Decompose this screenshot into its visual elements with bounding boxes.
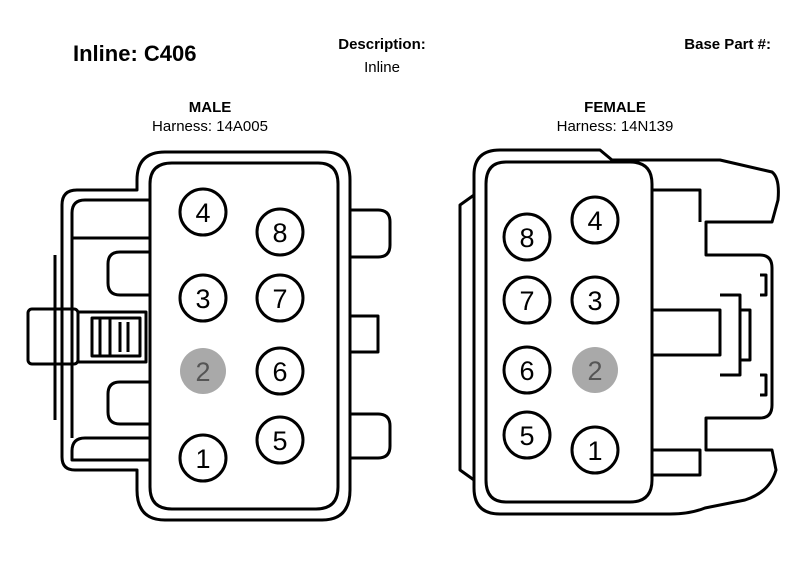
male-pin-label-5: 5: [272, 426, 287, 456]
male-pin-label-1: 1: [195, 444, 210, 474]
female-harness: Harness: 14N139: [556, 118, 674, 135]
base-part-label: Base Part #:: [684, 36, 771, 53]
female-connector-body: [458, 148, 780, 516]
female-pin-label-5: 5: [519, 421, 534, 451]
female-pin-label-8: 8: [519, 223, 534, 253]
male-pin-2: [180, 348, 226, 394]
male-pin-7: [255, 273, 305, 323]
female-pin-7: [502, 275, 552, 325]
female-pin-3: [570, 275, 620, 325]
male-pin-label-3: 3: [195, 284, 210, 314]
female-pin-2: [572, 347, 618, 393]
female-pin-6: [502, 345, 552, 395]
female-pin-group: 8 4 7 3 6 2 5 1: [502, 195, 620, 475]
male-pin-4: [178, 187, 228, 237]
female-pin-label-2: 2: [587, 356, 602, 386]
male-pin-1: [178, 433, 228, 483]
connector-title: Inline: C406: [73, 41, 197, 66]
male-title: MALE: [188, 99, 232, 116]
male-pin-8: [255, 207, 305, 257]
female-pin-label-6: 6: [519, 356, 534, 386]
female-pin-label-4: 4: [587, 206, 602, 236]
male-pin-label-6: 6: [272, 357, 287, 387]
female-pin-label-7: 7: [519, 286, 534, 316]
female-pin-4: [570, 195, 620, 245]
female-pin-1: [570, 425, 620, 475]
male-pin-label-4: 4: [195, 198, 210, 228]
female-pin-label-3: 3: [587, 286, 602, 316]
female-pin-label-1: 1: [587, 436, 602, 466]
male-connector-body: [26, 150, 392, 522]
male-pin-label-7: 7: [272, 284, 287, 314]
male-pin-5: [255, 415, 305, 465]
male-pin-3: [178, 273, 228, 323]
male-pin-label-8: 8: [272, 218, 287, 248]
female-pin-8: [502, 212, 552, 262]
description-label: Description:: [338, 36, 426, 53]
male-harness: Harness: 14A005: [152, 118, 268, 135]
male-pin-group: 4 8 3 7 2 6 1 5: [178, 187, 305, 483]
description-value: Inline: [364, 59, 400, 76]
male-pin-label-2: 2: [195, 357, 210, 387]
female-title: FEMALE: [584, 99, 646, 116]
female-pin-5: [502, 410, 552, 460]
male-pin-6: [255, 346, 305, 396]
